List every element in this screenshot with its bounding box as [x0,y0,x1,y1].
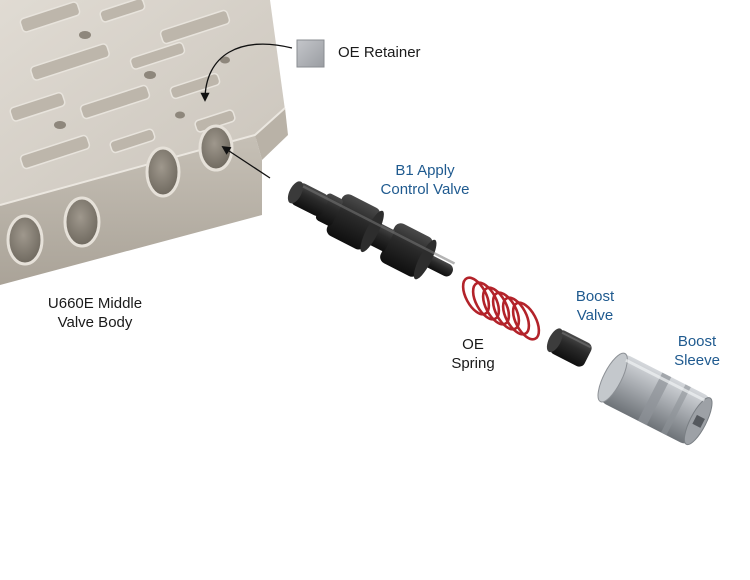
valve-body-label: U660E Middle Valve Body [30,294,160,332]
b1-apply-label-line2: Control Valve [380,181,470,198]
b1-apply-control-valve-part [287,181,456,280]
boost-sleeve-part [597,352,713,446]
oe-retainer-label-text: OE Retainer [338,44,421,61]
valve-body [0,0,288,285]
oe-spring-label: OE Spring [438,335,508,373]
boost-valve-part [546,328,592,367]
oe-spring-label-line1: OE [462,336,484,353]
boost-valve-label-line1: Boost [575,288,615,305]
oe-spring-label-line2: Spring [451,355,495,372]
valve-body-bores [6,124,234,266]
boost-sleeve-label-line2: Sleeve [674,352,720,369]
oe-retainer-part [296,39,325,68]
valve-body-label-line1: U660E Middle [47,295,143,312]
valve-body-label-line2: Valve Body [57,314,133,331]
b1-apply-control-valve-label: B1 Apply Control Valve [370,161,480,199]
oe-retainer-label: OE Retainer [338,43,421,62]
boost-sleeve-label: Boost Sleeve [662,332,732,370]
oe-spring-part [461,276,541,341]
b1-apply-label-line1: B1 Apply [395,162,455,179]
boost-sleeve-label-line1: Boost [677,333,717,350]
boost-valve-label: Boost Valve [560,287,630,325]
callout-arrows [200,43,293,179]
boost-valve-label-line2: Valve [576,307,614,324]
